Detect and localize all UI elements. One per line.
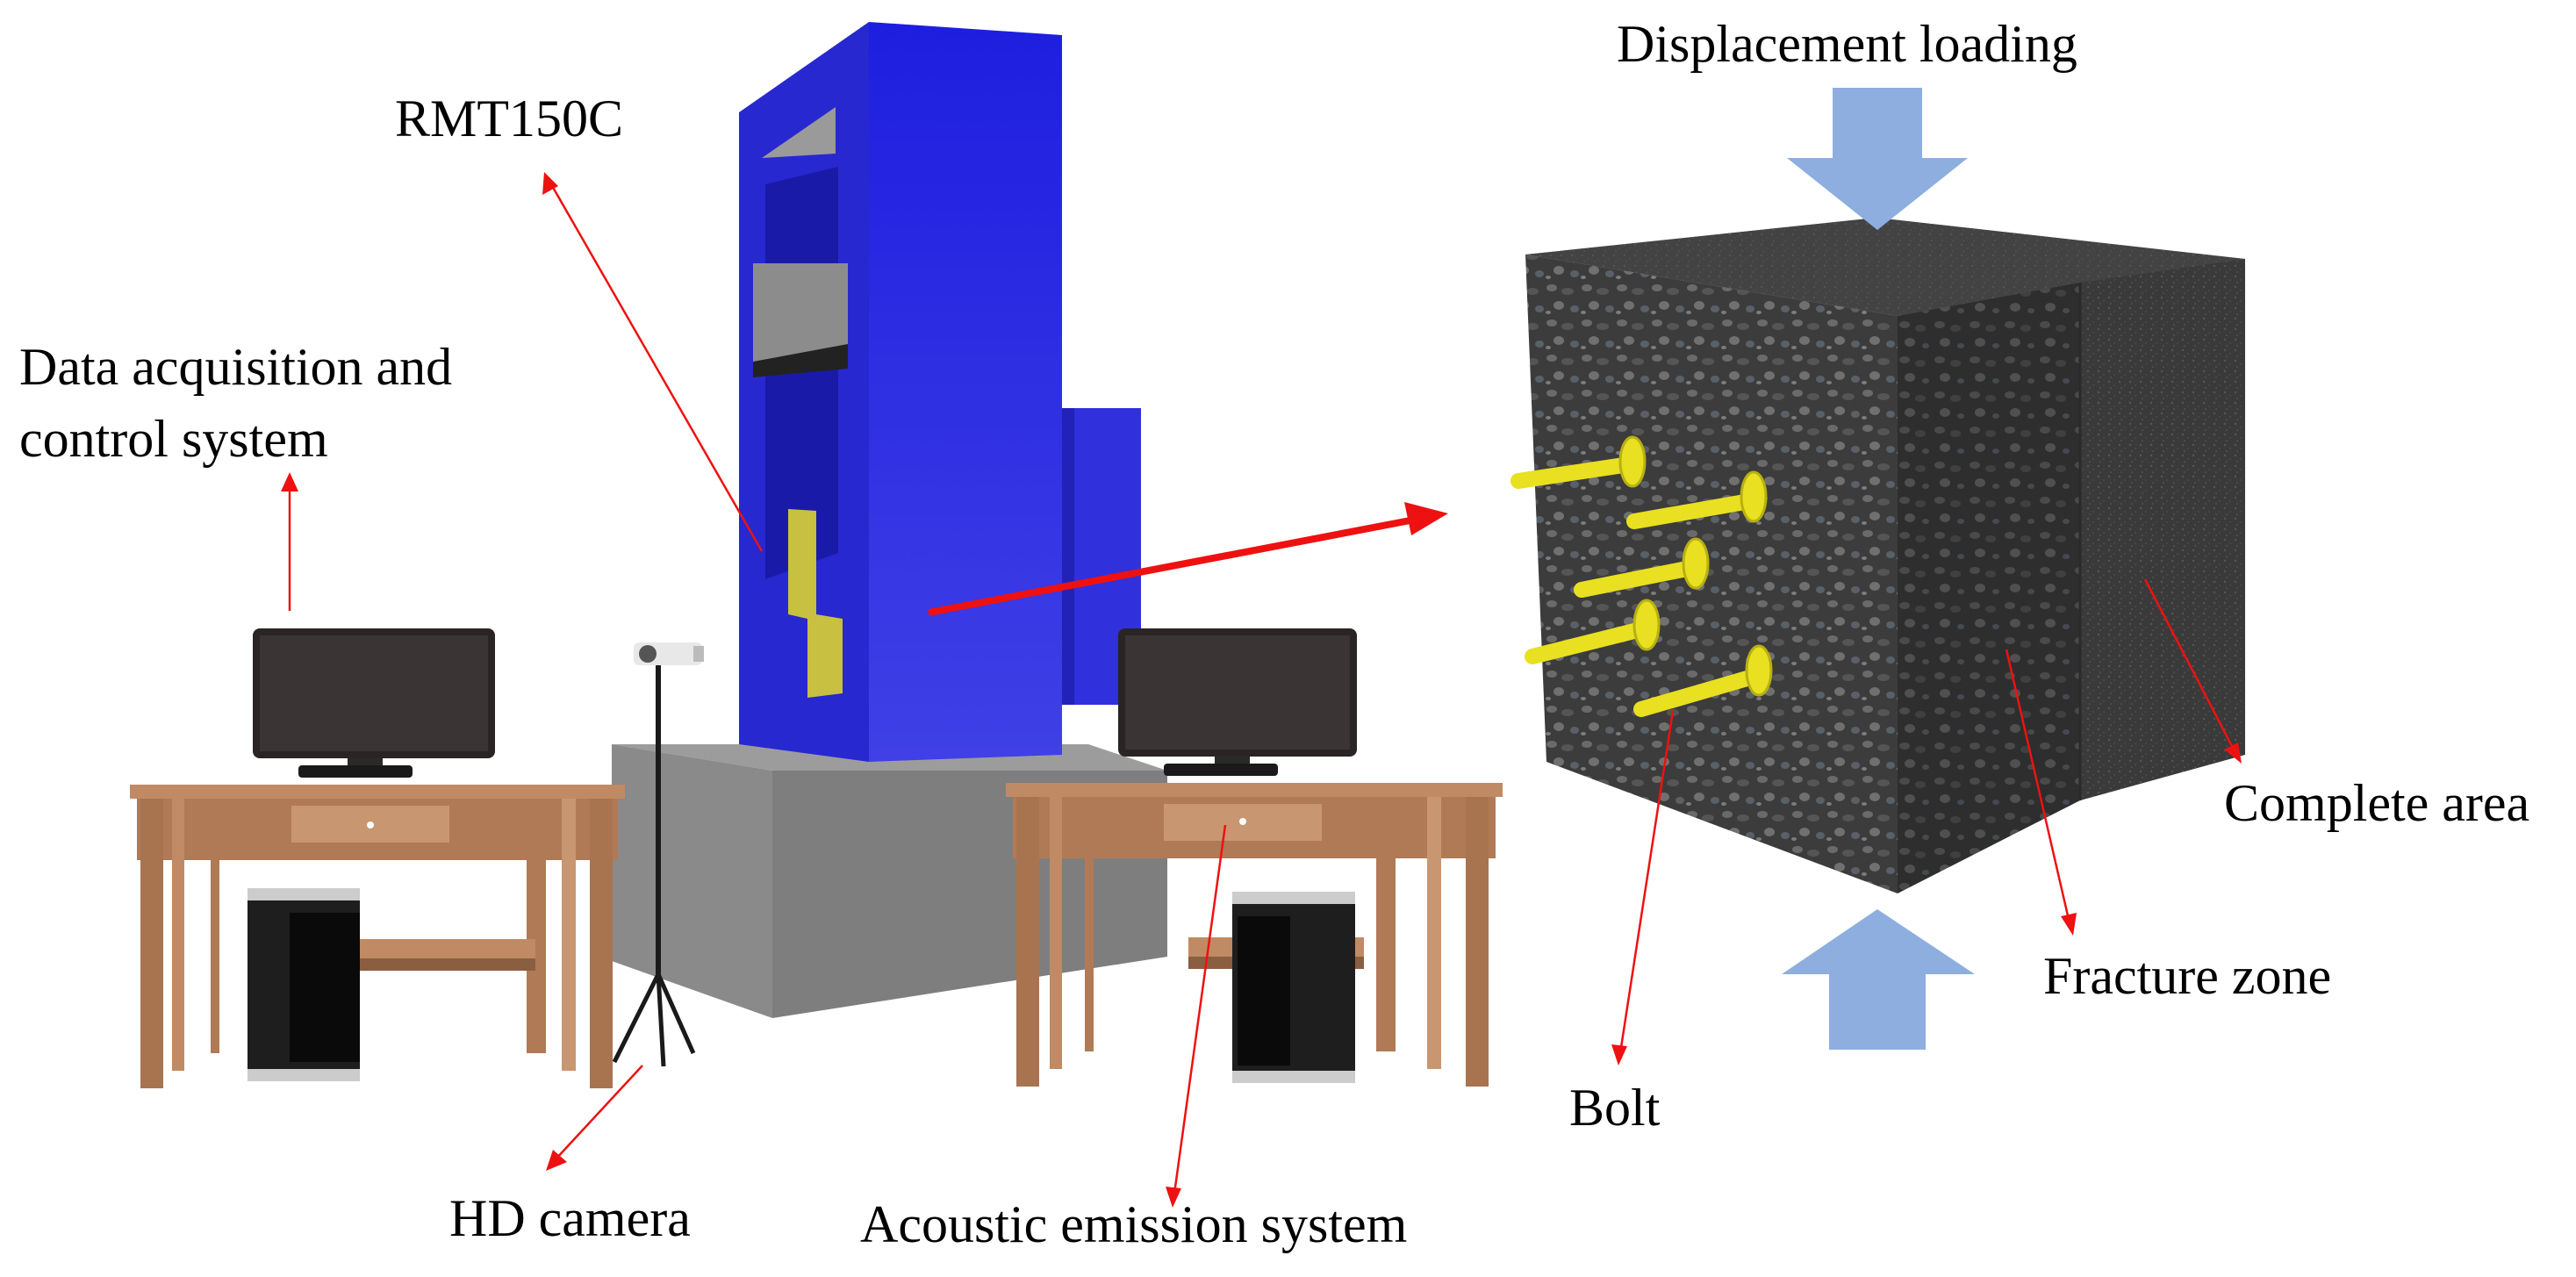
bolt-5	[1633, 644, 1773, 717]
hd-camera-tripod	[612, 642, 704, 1067]
label-displacement-loading: Displacement loading	[1617, 15, 2077, 73]
label-acoustic-emission: Acoustic emission system	[860, 1195, 1407, 1253]
leader-lines	[281, 172, 2242, 1208]
bolt-1	[1510, 435, 1647, 489]
cube-fracture-face	[1898, 283, 2080, 893]
tower-side-panel-edge	[1062, 408, 1074, 705]
load-arrow-up	[1782, 909, 1975, 1050]
right-workstation	[1006, 628, 1503, 1087]
bolts	[1510, 435, 1773, 717]
label-rmt150c: RMT150C	[395, 90, 623, 147]
cube-front-face	[1525, 255, 1898, 893]
tower-window-shadow	[753, 344, 848, 377]
rock-sample-cube	[1525, 218, 2245, 893]
tower-opening-top	[762, 107, 836, 158]
label-data-acquisition-line1: Data acquisition and	[19, 338, 452, 396]
tower-window	[753, 263, 848, 362]
label-data-acquisition-line2: control system	[19, 410, 328, 468]
label-hd-camera: HD camera	[449, 1189, 691, 1247]
load-arrow-down	[1787, 88, 1968, 230]
sample-pointer-arrow	[928, 502, 1448, 616]
bolt-3	[1574, 537, 1710, 598]
tower-front-face	[869, 22, 1062, 762]
testing-machine	[612, 22, 1167, 1018]
left-monitor-stand	[298, 765, 413, 778]
label-fracture-zone: Fracture zone	[2043, 947, 2331, 1005]
machine-base-front	[612, 744, 772, 1018]
sample-holder	[788, 509, 843, 698]
cube-complete-face	[2080, 259, 2245, 800]
bolt-4	[1525, 599, 1661, 664]
right-monitor-stand	[1164, 764, 1278, 776]
left-desk-top	[130, 785, 625, 799]
right-desk-top	[1006, 783, 1503, 797]
label-complete-area: Complete area	[2224, 774, 2529, 832]
bolt-2	[1626, 470, 1768, 529]
left-workstation	[130, 628, 625, 1088]
label-bolt: Bolt	[1569, 1079, 1661, 1137]
